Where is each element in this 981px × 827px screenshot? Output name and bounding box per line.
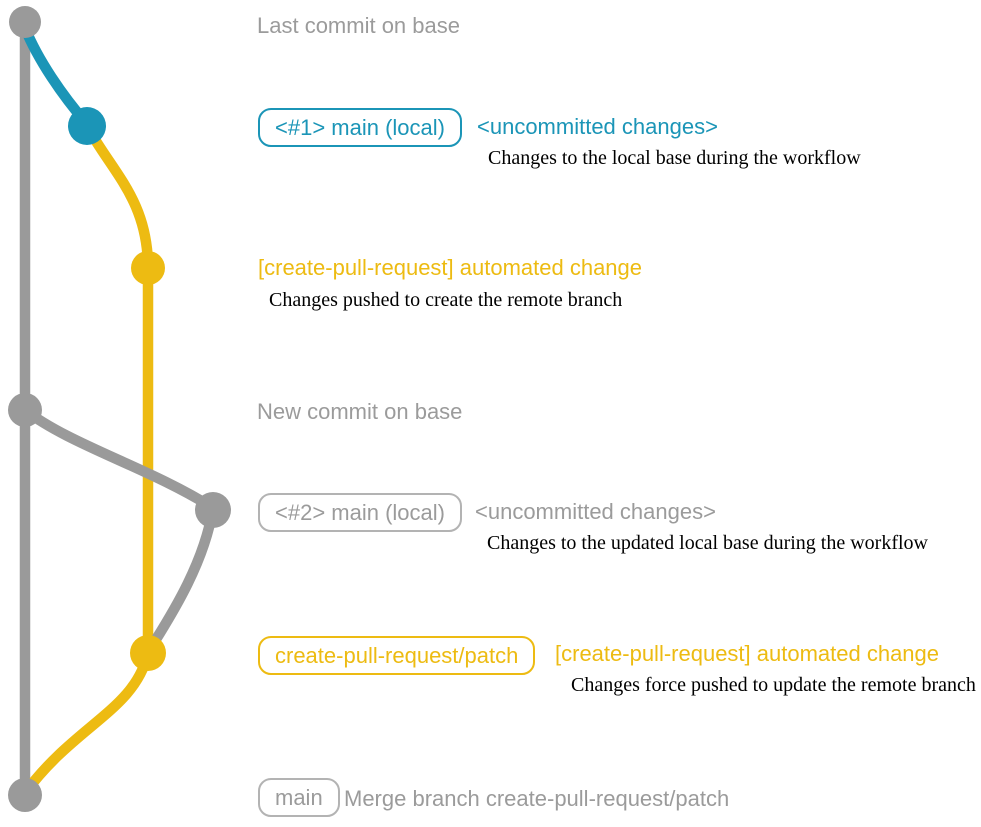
commit-node-local-2: [195, 492, 231, 528]
branch-badge-create-pull-request-patch: create-pull-request/patch: [258, 636, 536, 675]
new-commit-title: New commit on base: [257, 399, 463, 424]
merge-commit-label: Merge branch create-pull-request/patch: [344, 786, 730, 811]
automated-change-label-2: [create-pull-request] automated change: [555, 641, 940, 666]
commit-node-merge: [8, 778, 42, 812]
commit-node-last-base: [9, 6, 41, 38]
automated-change-desc-1: Changes pushed to create the remote bran…: [269, 289, 623, 311]
branch-badge-main-local-1: <#1> main (local): [258, 108, 462, 147]
commit-node-pr-1: [131, 251, 165, 285]
automated-change-desc-2: Changes force pushed to update the remot…: [571, 674, 976, 696]
uncommitted-changes-label-2: <uncommitted changes>: [475, 499, 716, 524]
commit-node-local-1: [68, 107, 106, 145]
local-changes-desc-2: Changes to the updated local base during…: [487, 532, 928, 554]
automated-change-label-1: [create-pull-request] automated change: [258, 255, 643, 280]
branch-badge-main: main: [258, 778, 340, 817]
branch-badge-main-local-2: <#2> main (local): [258, 493, 462, 532]
uncommitted-changes-label-1: <uncommitted changes>: [477, 114, 718, 139]
commit-node-new-base: [8, 393, 42, 427]
local-changes-desc-1: Changes to the local base during the wor…: [488, 147, 861, 169]
local2-to-pr-curve: [143, 507, 219, 655]
git-graph: [8, 6, 231, 812]
base-to-local2-curve: [21, 405, 216, 513]
commit-node-pr-2: [130, 635, 166, 671]
last-commit-title: Last commit on base: [257, 13, 460, 38]
